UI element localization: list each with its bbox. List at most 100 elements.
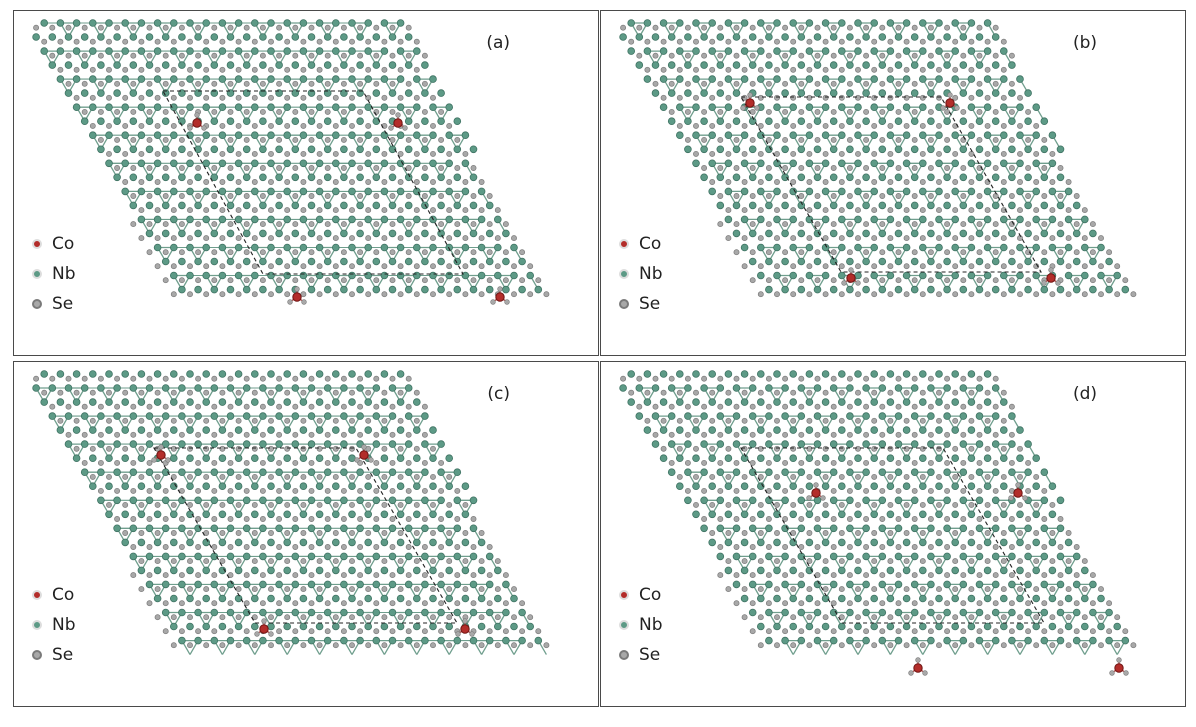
se-atom [822, 122, 829, 129]
se-atom [846, 136, 853, 143]
nb-atom [218, 271, 227, 280]
nb-atom [267, 271, 275, 280]
se-atom [211, 572, 218, 579]
se-atom [187, 235, 193, 242]
se-atom [365, 642, 372, 649]
se-atom [178, 459, 185, 466]
se-atom [693, 473, 699, 480]
nb-atom [242, 636, 251, 645]
nb-atom [821, 215, 830, 224]
se-atom [846, 193, 853, 199]
se-atom [324, 516, 331, 522]
nb-atom [307, 440, 316, 448]
se-atom [879, 544, 886, 550]
nb-atoms [32, 19, 543, 294]
se-atom [790, 207, 797, 214]
nb-atom [1016, 215, 1024, 224]
nb-atom [886, 159, 895, 168]
nb-atom [56, 398, 65, 406]
se-atom [33, 375, 40, 382]
nb-atom [113, 524, 121, 533]
nb-atom [469, 173, 478, 182]
se-atom [1057, 165, 1064, 171]
se-atom [162, 431, 169, 438]
se-atom [389, 249, 396, 256]
se-atom [838, 445, 845, 452]
nb-atom [194, 412, 202, 420]
se-atom [936, 417, 942, 424]
se-atom [1073, 249, 1080, 256]
se-atom [446, 501, 453, 508]
nb-atom [412, 159, 421, 168]
nb-atom [748, 201, 757, 210]
nb-atom [315, 75, 324, 83]
nb-atom [283, 159, 292, 168]
nb-atom [275, 33, 283, 41]
nb-atom [226, 636, 235, 645]
nb-atom [186, 482, 194, 490]
se-atom [340, 375, 347, 382]
se-atom [1008, 403, 1015, 410]
se-atom [527, 291, 534, 298]
nb-atom [412, 398, 421, 406]
se-atom [774, 501, 780, 508]
nb-atom [805, 370, 814, 378]
nb-atom [412, 426, 421, 434]
nb-atom [789, 19, 798, 27]
se-atom [1017, 445, 1023, 452]
se-atom [211, 516, 218, 522]
nb-atom [259, 61, 267, 69]
se-atom [684, 108, 691, 115]
se-atom [684, 24, 691, 31]
nb-atom [299, 538, 308, 547]
co-atom [292, 292, 302, 302]
se-atom [887, 122, 894, 129]
se-atom [814, 165, 821, 171]
se-atom [725, 558, 732, 565]
se-atom [927, 375, 934, 382]
se-atom [749, 628, 756, 635]
nb-atom [927, 33, 935, 41]
nb-atom [186, 243, 194, 252]
se-atom [879, 431, 886, 438]
nb-atom [765, 89, 773, 97]
se-atom [178, 193, 185, 199]
nb-atom [364, 75, 373, 83]
se-atom [243, 108, 250, 115]
se-atom [470, 249, 477, 256]
se-atom [871, 66, 878, 73]
panel-b: (b) Co Nb Se [600, 10, 1186, 356]
se-atom [462, 558, 469, 565]
se-atom [806, 473, 813, 480]
se-atom [944, 249, 951, 256]
nb-atom [56, 19, 65, 27]
se-atom [114, 52, 121, 59]
se-atom [421, 572, 428, 579]
nb-atom [1080, 215, 1089, 224]
se-atom [438, 628, 445, 635]
se-atom [1049, 291, 1056, 298]
se-atom [365, 586, 372, 593]
se-atom [114, 165, 121, 171]
se-atom [976, 221, 983, 228]
se-atom [984, 66, 991, 73]
se-atom [984, 389, 991, 396]
nb-atom [251, 243, 259, 252]
se-atom [154, 417, 161, 424]
se-atom [292, 516, 299, 522]
se-atom [543, 642, 550, 649]
nb-atom [323, 257, 332, 266]
se-atom [1017, 558, 1023, 565]
se-atom [354, 457, 360, 463]
nb-atom [813, 89, 822, 97]
se-atom [340, 600, 347, 607]
nb-atom [684, 145, 692, 154]
se-atom [741, 179, 748, 185]
nb-atom [380, 538, 389, 547]
nb-atom [380, 398, 389, 406]
nb-atom [886, 19, 895, 27]
nb-atom [178, 257, 186, 266]
nb-atom [153, 159, 162, 168]
se-atom [1065, 558, 1072, 565]
nb-atom [1040, 229, 1049, 238]
